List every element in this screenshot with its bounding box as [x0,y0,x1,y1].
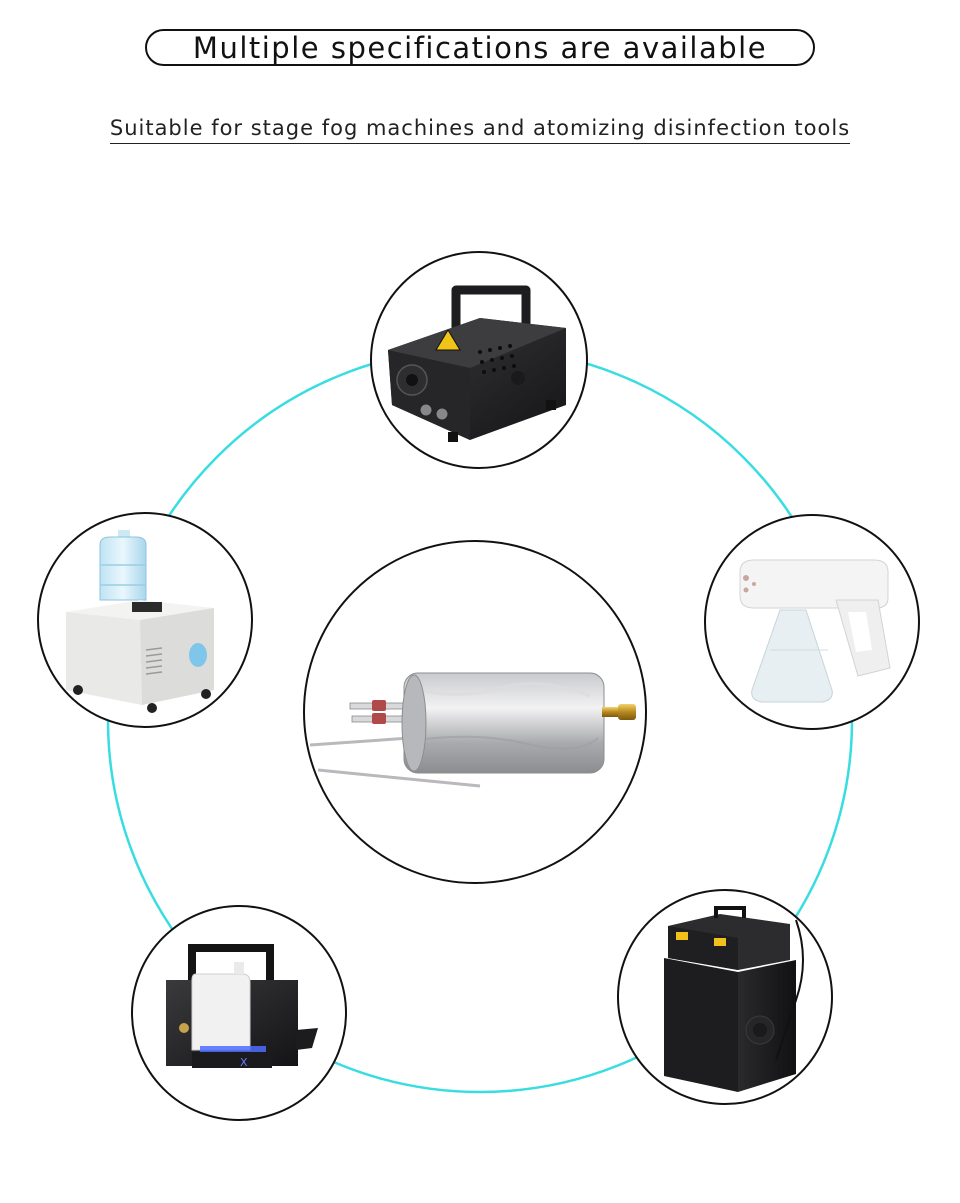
svg-text:X: X [240,1056,248,1069]
spray-gun-image [739,559,891,703]
fog-machine-small-image [388,285,566,442]
product-center-circle [303,540,647,884]
page-title: Multiple specifications are available [192,30,768,65]
product-left-circle [37,512,253,728]
product-right-circle [704,514,920,730]
humidifier-image [66,530,214,713]
heating-element-image [309,672,636,788]
product-top-circle [370,251,588,469]
fog-cabinet-image [664,906,804,1092]
product-bottom-right-circle [617,889,833,1105]
page-title-pill: Multiple specifications are available [145,29,815,66]
page-subtitle: Suitable for stage fog machines and atom… [109,116,851,144]
page-subtitle-wrap: Suitable for stage fog machines and atom… [0,116,960,144]
product-bottom-left-circle: X [131,905,347,1121]
hazer-image: X [166,944,318,1069]
